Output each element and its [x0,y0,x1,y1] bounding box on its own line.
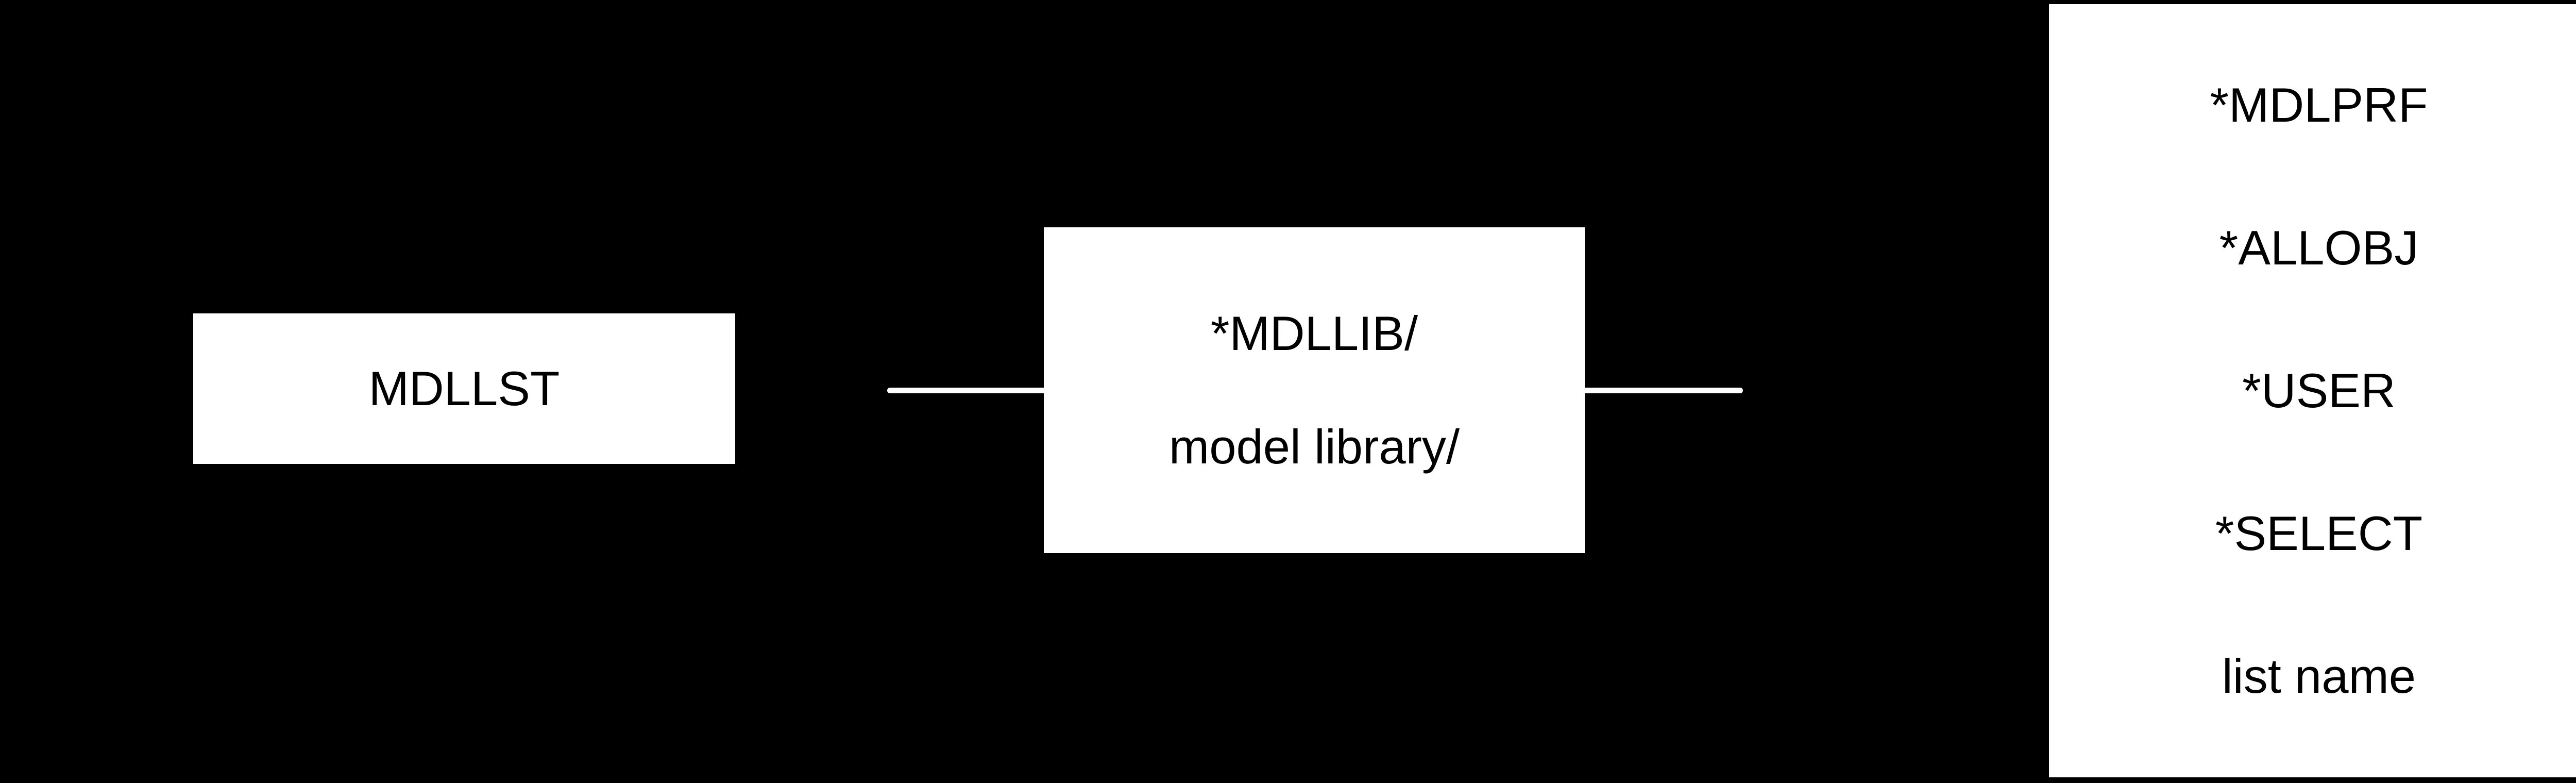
node-special-values-line-4: *SELECT [2215,506,2423,560]
node-mdllib-line-1: *MDLLIB/ [1210,306,1418,360]
node-special-values-line-5: list name [2222,648,2416,703]
node-special-values-line-1: *MDLPRF [2210,78,2428,132]
node-special-values-line-3: *USER [2242,363,2396,418]
connector-line-right [1582,388,1743,393]
node-mdllib-line-2: model library/ [1168,420,1460,474]
node-mdllst-line-1: MDLLST [368,361,560,415]
node-special-values-line-2: *ALLOBJ [2219,221,2419,275]
node-mdllst: MDLLST [193,313,735,464]
node-special-values: *MDLPRF *ALLOBJ *USER *SELECT list name [2049,4,2576,777]
connector-line-left [887,388,1047,393]
node-mdllib: *MDLLIB/ model library/ [1044,227,1585,553]
